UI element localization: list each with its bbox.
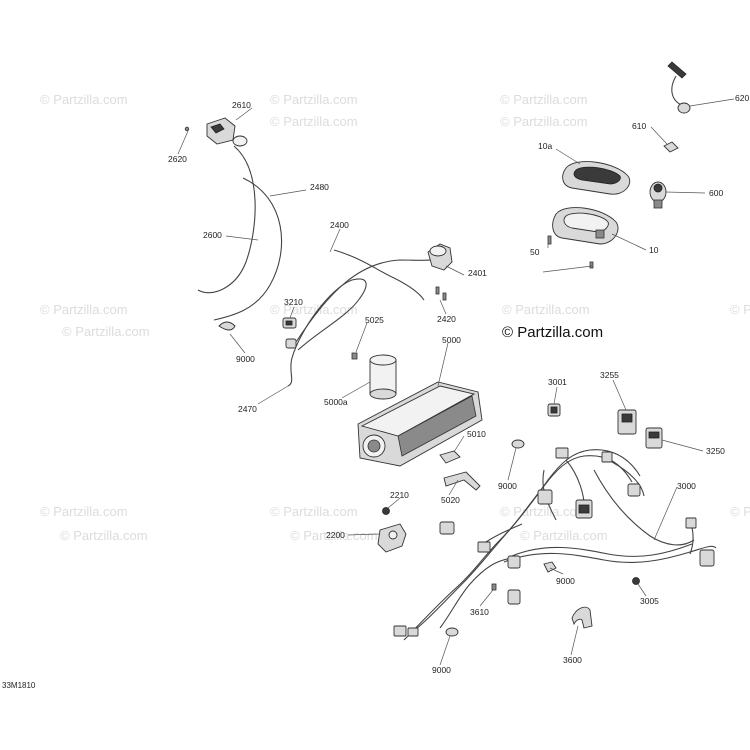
part-number-label[interactable]: 3001	[548, 377, 567, 387]
part-number-label[interactable]: 9000	[432, 665, 451, 675]
part-2400-cable-b	[333, 249, 425, 301]
part-9000-grommet	[511, 439, 525, 449]
part-5000-module	[357, 381, 483, 467]
part-600-ignition-switch	[649, 181, 667, 209]
part-620-key-lanyard	[667, 61, 691, 114]
part-number-label[interactable]: 2210	[390, 490, 409, 500]
part-number-label[interactable]: 2420	[437, 314, 456, 324]
part-number-label[interactable]: 610	[632, 121, 646, 131]
watermark: © Partzilla.com	[502, 302, 590, 317]
part-number-label[interactable]: 2480	[310, 182, 329, 192]
watermark: © Partzilla.com	[60, 528, 148, 543]
part-2401-sensor	[427, 243, 453, 271]
part-number-label[interactable]: 3005	[640, 596, 659, 606]
part-number-label[interactable]: 3600	[563, 655, 582, 665]
part-3610-screw	[491, 583, 497, 591]
part-number-label[interactable]: 9000	[556, 576, 575, 586]
part-number-label[interactable]: 600	[709, 188, 723, 198]
part-50-screws	[547, 235, 594, 269]
part-3000-main-harness	[393, 447, 717, 641]
part-610-clip	[663, 141, 679, 153]
part-2620-screw	[184, 126, 190, 132]
part-number-label[interactable]: 50	[530, 247, 540, 257]
part-number-label[interactable]: 9000	[236, 354, 255, 364]
part-5020-bracket	[443, 471, 481, 491]
part-number-label[interactable]: 3210	[284, 297, 303, 307]
part-number-label[interactable]: 5025	[365, 315, 384, 325]
part-number-label[interactable]: 2470	[238, 404, 257, 414]
part-3600-bracket	[571, 606, 593, 629]
watermark: © Partzilla.com	[730, 302, 750, 317]
part-number-label[interactable]: 5010	[467, 429, 486, 439]
part-9000-grommet	[218, 321, 236, 331]
part-number-label[interactable]: 9000	[498, 481, 517, 491]
part-number-label[interactable]: 3255	[600, 370, 619, 380]
part-2470-cable	[287, 278, 367, 387]
watermark: © Partzilla.com	[40, 92, 128, 107]
part-number-label[interactable]: 2200	[326, 530, 345, 540]
part-2600-cable	[197, 145, 256, 294]
part-3250-switch	[645, 427, 663, 449]
part-9000-grommet	[543, 561, 557, 573]
diagram-code: 33M1810	[2, 681, 36, 690]
part-10-console-panel	[552, 207, 619, 245]
part-number-label[interactable]: 5020	[441, 495, 460, 505]
part-number-label[interactable]: 5000a	[324, 397, 348, 407]
part-number-label[interactable]: 2620	[168, 154, 187, 164]
part-number-label[interactable]: 2401	[468, 268, 487, 278]
watermark: © Partzilla.com	[40, 302, 128, 317]
part-3001-relay	[547, 403, 561, 417]
part-3255-switch	[617, 409, 637, 435]
part-number-label[interactable]: 3610	[470, 607, 489, 617]
part-5000a-canister	[369, 354, 397, 400]
leader-lines	[177, 98, 735, 666]
watermark: © Partzilla.com	[290, 528, 378, 543]
part-number-label[interactable]: 2600	[203, 230, 222, 240]
watermark: © Partzilla.com	[270, 92, 358, 107]
part-number-label[interactable]: 10	[649, 245, 659, 255]
watermark: © Partzilla.com	[40, 504, 128, 519]
watermark: © Partzilla.com	[270, 504, 358, 519]
part-2480-cable	[213, 177, 282, 321]
part-number-label[interactable]: 5000	[442, 335, 461, 345]
watermark: © Partzilla.com	[270, 114, 358, 129]
part-2200-sensor	[377, 523, 407, 553]
watermark: © Partzilla.com	[500, 114, 588, 129]
part-number-label[interactable]: 3250	[706, 446, 725, 456]
part-5010-clip	[439, 450, 461, 464]
part-2210-nut	[382, 507, 390, 515]
watermark: © Partzilla.com	[500, 92, 588, 107]
part-number-labels: 2610 2620 2480 2600 2400 2401 2420 3210 …	[168, 93, 749, 675]
part-number-label[interactable]: 10a	[538, 141, 552, 151]
part-2610-switch	[206, 117, 248, 147]
watermark: © Partzilla.com	[500, 504, 588, 519]
part-10a-bezel	[562, 161, 631, 195]
watermark: © Partzilla.com	[62, 324, 150, 339]
brand-label: © Partzilla.com	[502, 324, 603, 341]
part-number-label[interactable]: 3000	[677, 481, 696, 491]
part-number-label[interactable]: 2400	[330, 220, 349, 230]
watermark: © Partzilla.com	[520, 528, 608, 543]
part-number-label[interactable]: 620	[735, 93, 749, 103]
part-3210-connector	[282, 317, 297, 349]
watermark-layer: © Partzilla.com © Partzilla.com © Partzi…	[40, 92, 750, 543]
part-2400-cable	[295, 255, 445, 343]
part-5025-screw	[351, 352, 358, 360]
part-2420-fasteners	[435, 286, 447, 301]
watermark: © Partzilla.com	[730, 504, 750, 519]
part-number-label[interactable]: 2610	[232, 100, 251, 110]
part-9000-grommet	[445, 627, 459, 637]
part-3005-nut	[632, 577, 640, 585]
